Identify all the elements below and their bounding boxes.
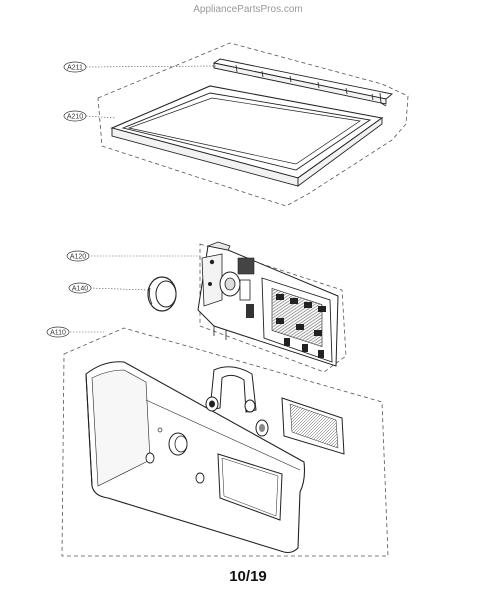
top-assembly-group (97, 42, 409, 207)
callout-a210: A210 (63, 110, 87, 122)
callout-label-a210: A210 (67, 114, 83, 121)
panel-group-dashed-outline (61, 327, 389, 557)
callout-label-a140: A140 (72, 286, 88, 293)
callout-leaders (70, 65, 217, 333)
callout-label-a211: A211 (67, 65, 83, 72)
control-panel-group (61, 327, 389, 557)
callout-a140: A140 (68, 282, 92, 294)
callout-label-a120: A120 (70, 254, 86, 261)
glass-lid-part (110, 85, 384, 187)
control-panel-part (85, 361, 306, 554)
page-number: 10/19 (229, 568, 267, 585)
pcb-assembly-group (147, 241, 347, 373)
knob-bracket-part (205, 366, 269, 437)
callout-a110: A110 (46, 326, 70, 338)
callout-a211: A211 (63, 61, 87, 73)
callout-label-a110: A110 (50, 330, 66, 337)
display-cover-part (281, 397, 345, 455)
knob-part (147, 276, 177, 312)
top-group-dashed-outline (97, 42, 409, 207)
hinge-bracket-part (212, 58, 394, 107)
main-pcb-part (197, 241, 339, 367)
watermark-text: AppliancePartsPros.com (193, 4, 303, 15)
callout-a120: A120 (66, 250, 90, 262)
